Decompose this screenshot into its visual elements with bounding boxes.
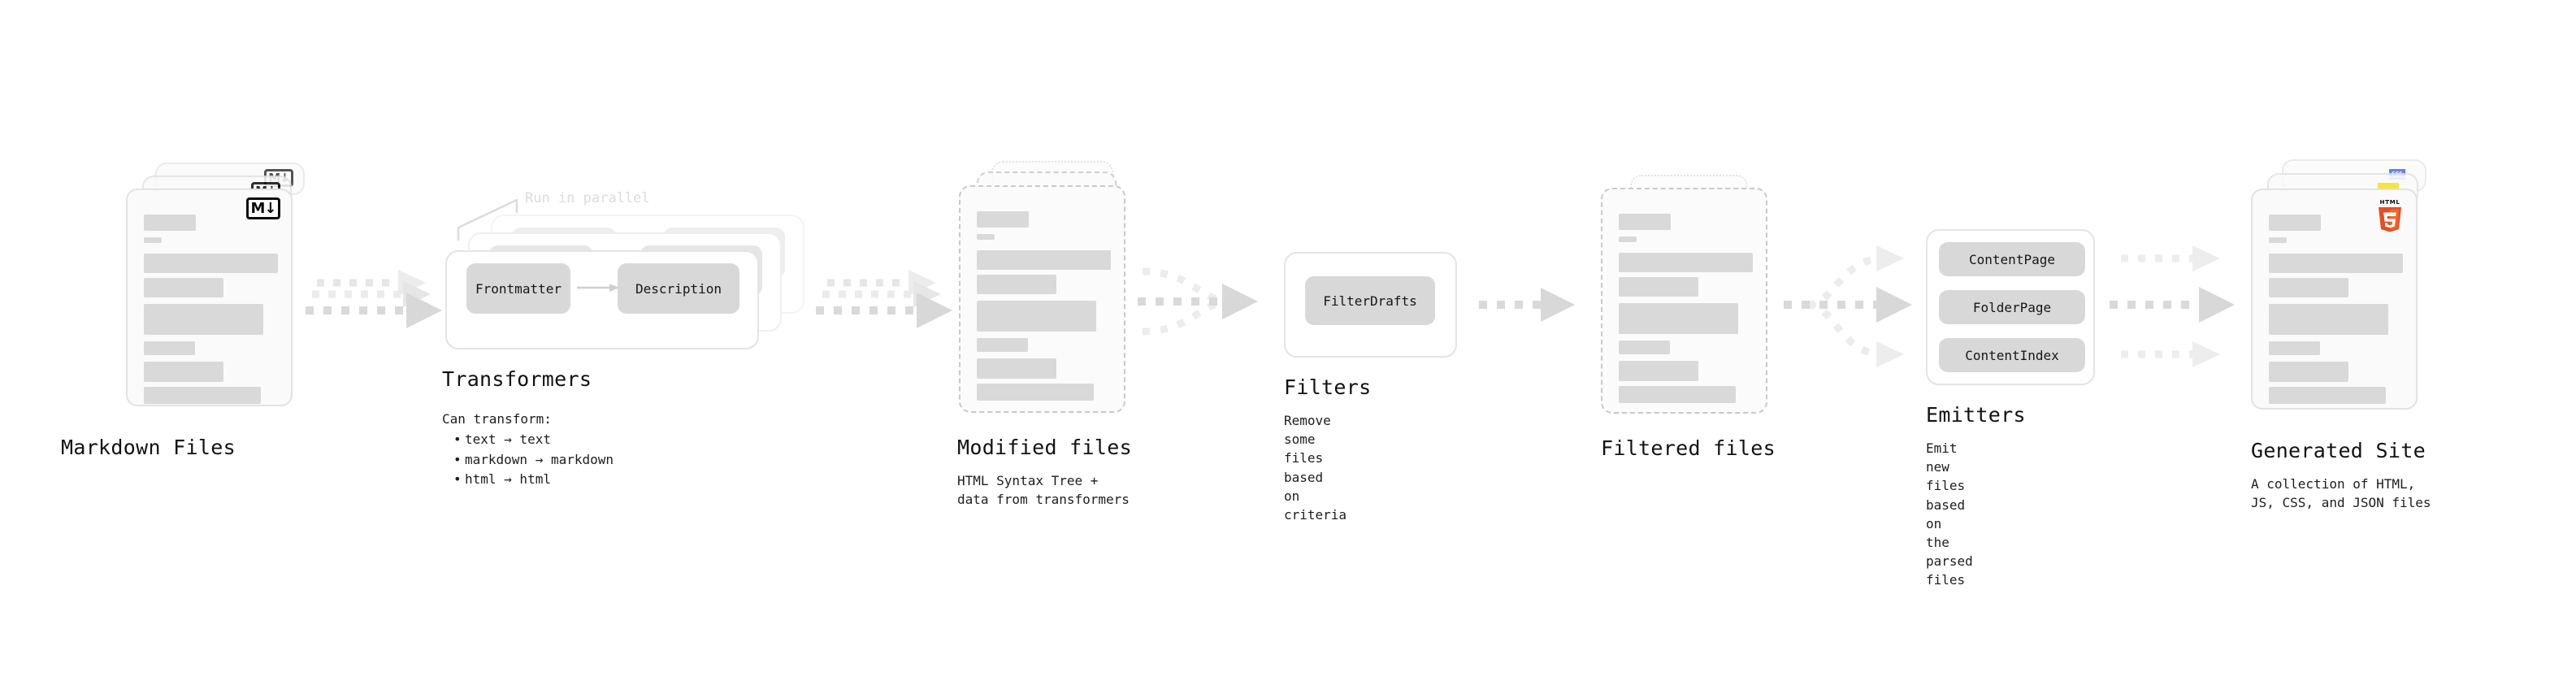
emitters-panel: ContentPage FolderPage ContentIndex — [1926, 229, 2095, 385]
modified-files-subtitle: HTML Syntax Tree + data from transformer… — [957, 473, 1130, 508]
transformers-list-lead: Can transform: — [442, 411, 552, 427]
filters-subtitle: Remove some files based on criteria — [1284, 413, 1347, 523]
stage-modified-files: Modified files HTML Syntax Tree + data f… — [957, 161, 1138, 507]
transformers-list-item: text → text — [453, 430, 614, 450]
stage-markdown-files: M↓ M↓ M↓ Markdown Files — [61, 163, 305, 459]
filtered-files-title: Filtered files — [1601, 436, 1776, 460]
filter-node-filterdrafts[interactable]: FilterDrafts — [1305, 276, 1435, 325]
transformers-list-item: markdown → markdown — [453, 450, 614, 471]
markdown-card-front: M↓ — [126, 189, 293, 406]
stage-generated-site: CSS HTML — [2251, 159, 2438, 510]
connector-modified-to-filters — [1138, 260, 1276, 366]
emitter-node-contentpage[interactable]: ContentPage — [1939, 242, 2085, 276]
connector-emitters-to-site — [2106, 236, 2253, 382]
filtered-file-stack — [1601, 175, 1780, 419]
transformers-capabilities: Can transform: text → text markdown → ma… — [442, 410, 614, 490]
emitter-node-folderpage[interactable]: FolderPage — [1939, 290, 2085, 324]
generated-card-html: HTML — [2251, 189, 2418, 410]
transformers-title: Transformers — [442, 367, 592, 391]
run-in-parallel-label: Run in parallel — [525, 190, 650, 206]
emitter-node-contentindex[interactable]: ContentIndex — [1939, 338, 2085, 372]
markdown-files-title: Markdown Files — [61, 436, 236, 459]
markdown-card-skeleton — [128, 190, 291, 405]
markdown-badge-front: M↓ — [246, 197, 280, 219]
emitters-title: Emitters — [1926, 403, 2026, 427]
svg-text:HTML: HTML — [2379, 198, 2400, 206]
generated-card-skeleton — [2253, 190, 2416, 408]
filtered-card-skeleton — [1602, 189, 1766, 412]
generated-site-subtitle: A collection of HTML, JS, CSS, and JSON … — [2251, 476, 2431, 511]
transformer-panel-front: Frontmatter Description — [445, 250, 759, 349]
transformers-list-item: html → html — [453, 470, 614, 490]
emitters-subtitle: Emit new files based on the parsed files — [1926, 440, 1973, 588]
stage-filtered-files: Filtered files — [1601, 175, 1780, 460]
filters-title: Filters — [1284, 375, 1372, 399]
modified-card-front — [959, 185, 1125, 413]
modified-file-stack — [959, 161, 1138, 413]
markdown-file-stack: M↓ M↓ M↓ — [126, 163, 305, 406]
connector-filters-to-filtered — [1479, 284, 1601, 341]
transformers-list: text → text markdown → markdown html → h… — [442, 430, 614, 490]
connector-markdown-to-transformers — [302, 268, 449, 358]
transformer-node-frontmatter[interactable]: Frontmatter — [466, 263, 570, 314]
modified-files-title: Modified files — [957, 436, 1132, 459]
filtered-card-front — [1601, 188, 1767, 414]
transformer-node-description[interactable]: Description — [618, 263, 739, 314]
filters-panel: FilterDrafts — [1284, 252, 1457, 358]
generated-site-stack: CSS HTML — [2251, 159, 2438, 419]
modified-card-skeleton — [961, 187, 1124, 411]
generated-site-title: Generated Site — [2251, 439, 2426, 462]
connector-transformers-to-modified — [813, 268, 959, 358]
html5-badge: HTML — [2375, 197, 2405, 232]
connector-filtered-to-emitters — [1784, 236, 1922, 374]
